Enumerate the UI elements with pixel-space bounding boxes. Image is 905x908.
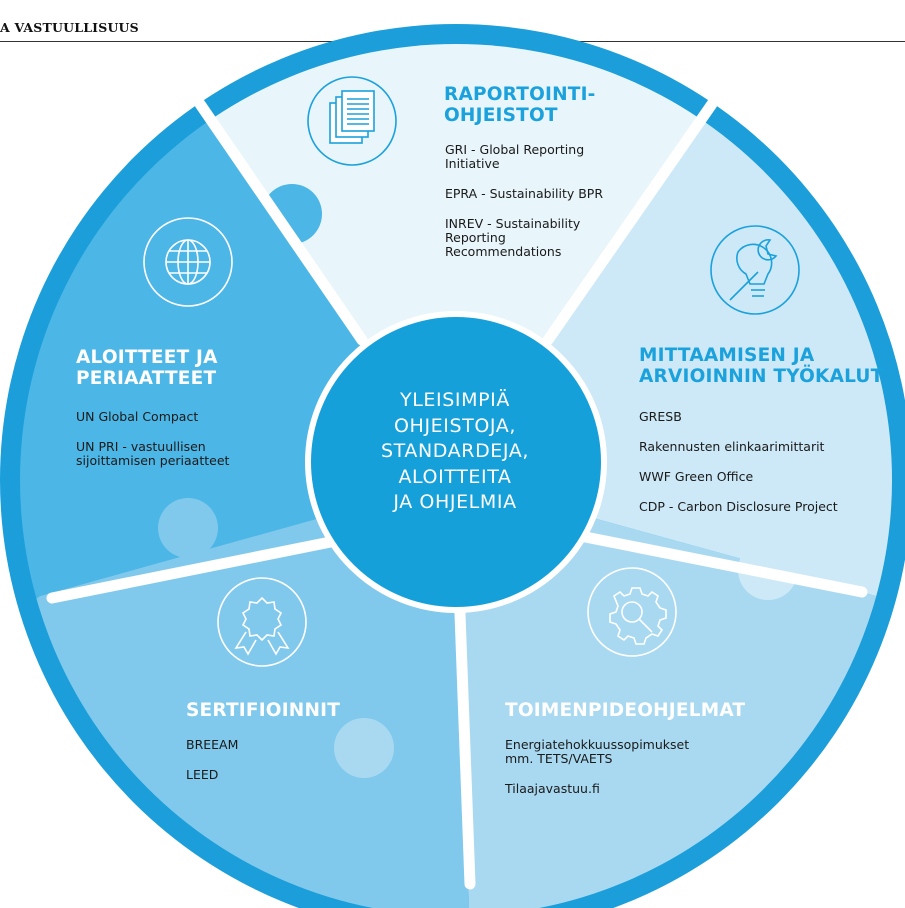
center-line: YLEISIMPIÄ bbox=[400, 389, 510, 411]
measurement-title: MITTAAMISEN JA ARVIOINNIN TYÖKALUT bbox=[639, 345, 883, 387]
initiatives-item: UN PRI - vastuullisen sijoittamisen peri… bbox=[76, 439, 230, 468]
reporting-title-line: OHJEISTOT bbox=[444, 105, 558, 126]
certifications-title-line: SERTIFIOINNIT bbox=[186, 700, 341, 721]
programs-item: Energiatehokkuussopimukset mm. TETS/VAET… bbox=[505, 737, 690, 766]
measurement-title-line: ARVIOINNIN TYÖKALUT bbox=[639, 366, 884, 387]
initiatives-title-line: PERIAATTEET bbox=[76, 368, 217, 389]
lightbulb-wrench-icon bbox=[710, 225, 800, 315]
center-line: STANDARDEJA, bbox=[380, 440, 530, 462]
reporting-title-line: RAPORTOINTI- bbox=[444, 84, 596, 105]
measurement-title-line: MITTAAMISEN JA bbox=[639, 345, 815, 366]
puzzle-knob bbox=[587, 148, 647, 208]
award-ribbon-icon bbox=[217, 577, 307, 667]
measurement-items: GRESB Rakennusten elinkaarimittarit WWF … bbox=[639, 410, 879, 530]
initiatives-item: UN Global Compact bbox=[76, 409, 199, 424]
initiatives-items: UN Global Compact UN PRI - vastuullisen … bbox=[76, 410, 246, 484]
segment-reporting bbox=[170, 44, 740, 480]
certifications-title: SERTIFIOINNIT bbox=[186, 700, 340, 721]
gear-magnifier-icon bbox=[587, 567, 677, 657]
center-line: OHJEISTOJA, bbox=[394, 414, 516, 437]
reporting-items: GRI - Global Reporting Initiative EPRA -… bbox=[445, 143, 615, 275]
programs-title-line: TOIMENPIDEOHJELMAT bbox=[505, 700, 746, 721]
globe-icon bbox=[143, 217, 233, 307]
certifications-items: BREEAM LEED bbox=[186, 738, 336, 798]
measurement-item: CDP - Carbon Disclosure Project bbox=[639, 499, 838, 514]
reporting-item: GRI - Global Reporting Initiative bbox=[445, 142, 585, 171]
certifications-item: BREEAM bbox=[186, 737, 239, 752]
reporting-title: RAPORTOINTI- OHJEISTOT bbox=[444, 84, 596, 126]
programs-title: TOIMENPIDEOHJELMAT bbox=[505, 700, 745, 721]
puzzle-knob bbox=[262, 184, 322, 244]
reporting-item: EPRA - Sustainability BPR bbox=[445, 186, 604, 201]
puzzle-knob bbox=[158, 498, 218, 558]
puzzle-knob bbox=[334, 718, 394, 778]
initiatives-title-line: ALOITTEET JA bbox=[76, 347, 218, 368]
center-text: YLEISIMPIÄ OHJEISTOJA, STANDARDEJA, ALOI… bbox=[360, 388, 550, 516]
initiatives-title: ALOITTEET JA PERIAATTEET bbox=[76, 347, 218, 389]
measurement-item: WWF Green Office bbox=[639, 469, 754, 484]
programs-item: Tilaajavastuu.fi bbox=[505, 781, 600, 796]
reporting-item: INREV - Sustainability Reporting Recomme… bbox=[445, 216, 581, 259]
programs-items: Energiatehokkuussopimukset mm. TETS/VAET… bbox=[505, 737, 690, 812]
measurement-item: GRESB bbox=[639, 409, 682, 424]
document-icon bbox=[307, 76, 397, 166]
center-line: ALOITTEITA bbox=[398, 465, 512, 488]
header-title: A VASTUULLISUUS bbox=[0, 20, 139, 35]
center-line: JA OHJELMIA bbox=[393, 491, 517, 513]
center-circle bbox=[305, 311, 607, 613]
measurement-item: Rakennusten elinkaarimittarit bbox=[639, 439, 825, 454]
certifications-item: LEED bbox=[186, 767, 219, 782]
